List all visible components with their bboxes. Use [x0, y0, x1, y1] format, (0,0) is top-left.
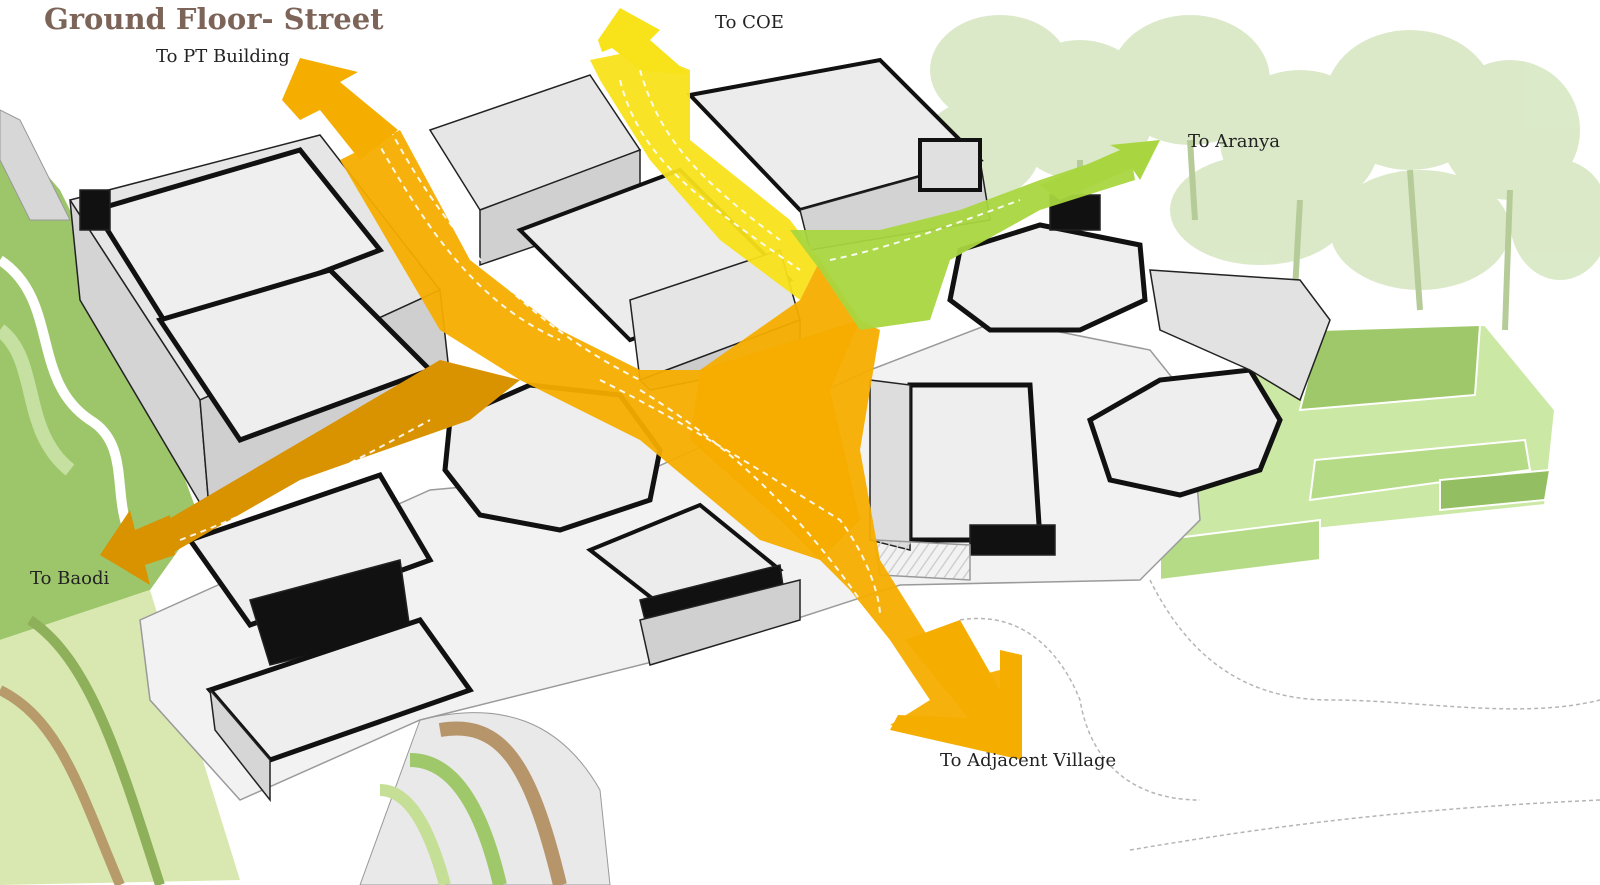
page-title: Ground Floor- Street [44, 2, 384, 36]
label-to-coe: To COE [715, 12, 784, 33]
arrow-village [890, 620, 1022, 760]
route-baodi [150, 360, 520, 560]
label-to-aranya: To Aranya [1188, 131, 1280, 152]
left-landscape [0, 109, 240, 885]
route-aranya [790, 150, 1135, 330]
arrow-icon [100, 8, 1160, 760]
label-to-adjacent-village: To Adjacent Village [940, 750, 1117, 771]
arrow-baodi [100, 510, 175, 585]
route-village [690, 320, 1010, 745]
arrow-coe [598, 8, 690, 75]
circulation-routes [150, 50, 1135, 745]
label-to-baodi: To Baodi [30, 568, 110, 589]
fields [1158, 323, 1557, 582]
arrow-aranya [1040, 140, 1160, 200]
label-to-pt-building: To PT Building [156, 46, 290, 67]
bottom-landscape [359, 712, 611, 885]
arrow-pt-building [282, 58, 398, 160]
terrain-contours [959, 579, 1600, 851]
route-coe [590, 50, 820, 300]
